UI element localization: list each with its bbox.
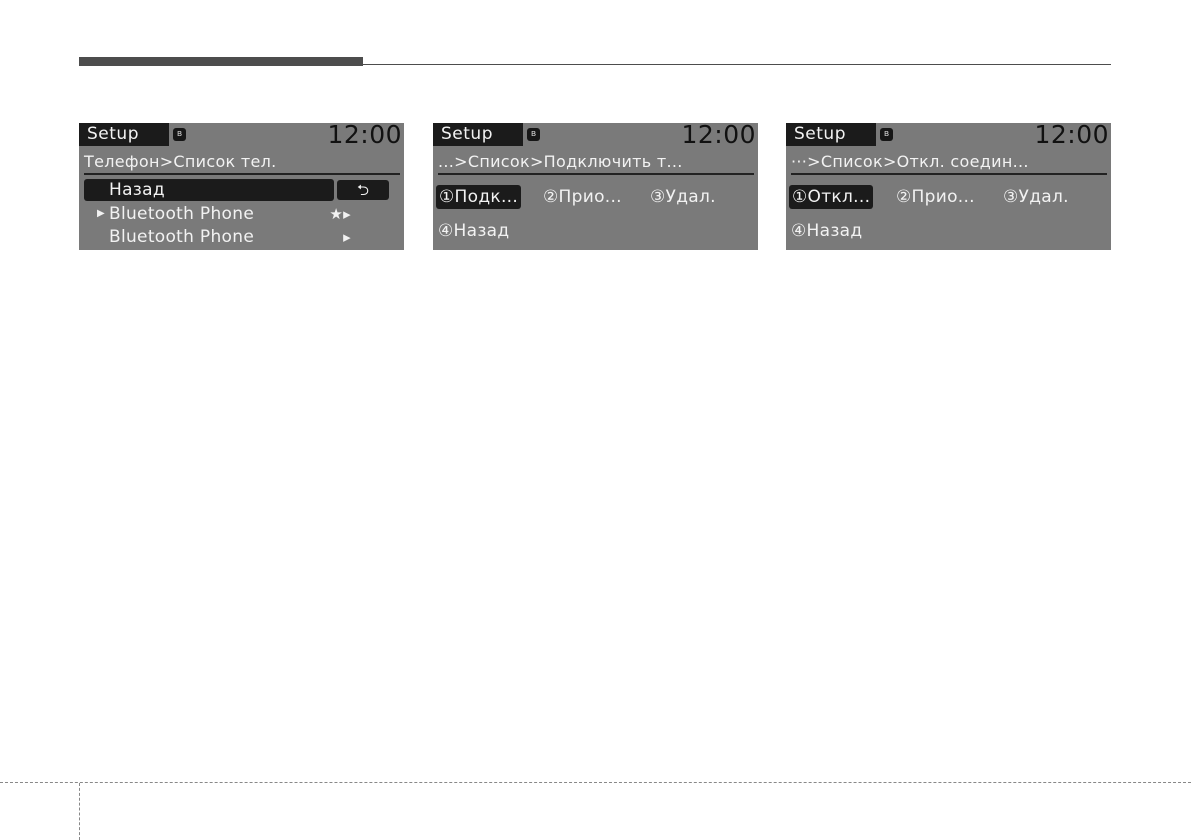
header-rule [363,64,1111,65]
bluetooth-icon: ʙ [527,128,540,141]
option-priority[interactable]: ②Прио... [896,185,975,209]
clock: 12:00 [681,123,756,148]
list-item-phone-2[interactable]: Bluetooth Phone ▸ [84,226,389,248]
clock: 12:00 [1034,123,1109,148]
divider [791,173,1107,175]
list-item-back[interactable]: Назад [84,179,334,201]
option-back[interactable]: ④Назад [438,219,509,243]
footer-dashed-rule [0,782,1191,783]
header-accent-bar [79,57,363,66]
bluetooth-icon: ʙ [880,128,893,141]
list-item-label: Назад [109,179,165,201]
option-connect[interactable]: ①Подк... [436,185,521,209]
option-back[interactable]: ④Назад [791,219,862,243]
footer-dashed-divider [79,783,80,840]
list-item-label: Bluetooth Phone [109,226,254,248]
screen-topbar: Setup ʙ 12:00 [786,123,1111,146]
back-icon[interactable]: ⮌ [337,180,389,200]
setup-tag: Setup [433,123,523,146]
divider [438,173,754,175]
screen-phone-list: Setup ʙ 12:00 Телефон>Список тел. Назад … [79,123,404,250]
breadcrumb: ···>Список>Откл. соедин... [791,152,1029,171]
screen-connect-menu: Setup ʙ 12:00 ...>Список>Подключить т...… [433,123,758,250]
setup-tag: Setup [786,123,876,146]
cursor-arrow-icon: ▶ [97,203,105,225]
screen-disconnect-menu: Setup ʙ 12:00 ···>Список>Откл. соедин...… [786,123,1111,250]
clock: 12:00 [327,123,402,148]
bluetooth-icon: ʙ [173,128,186,141]
list-item-phone-1[interactable]: ▶ Bluetooth Phone ★▸ [84,203,389,225]
screen-topbar: Setup ʙ 12:00 [433,123,758,146]
screen-topbar: Setup ʙ 12:00 [79,123,404,146]
setup-tag: Setup [79,123,169,146]
chevron-right-icon: ▸ [343,226,351,248]
option-priority[interactable]: ②Прио... [543,185,622,209]
option-delete[interactable]: ③Удал. [1003,185,1069,209]
list-item-label: Bluetooth Phone [109,203,254,225]
option-disconnect[interactable]: ①Откл... [789,185,873,209]
breadcrumb: ...>Список>Подключить т... [438,152,683,171]
favorite-star-icon: ★▸ [329,203,351,225]
option-delete[interactable]: ③Удал. [650,185,716,209]
breadcrumb: Телефон>Список тел. [84,152,277,171]
divider [84,173,400,175]
